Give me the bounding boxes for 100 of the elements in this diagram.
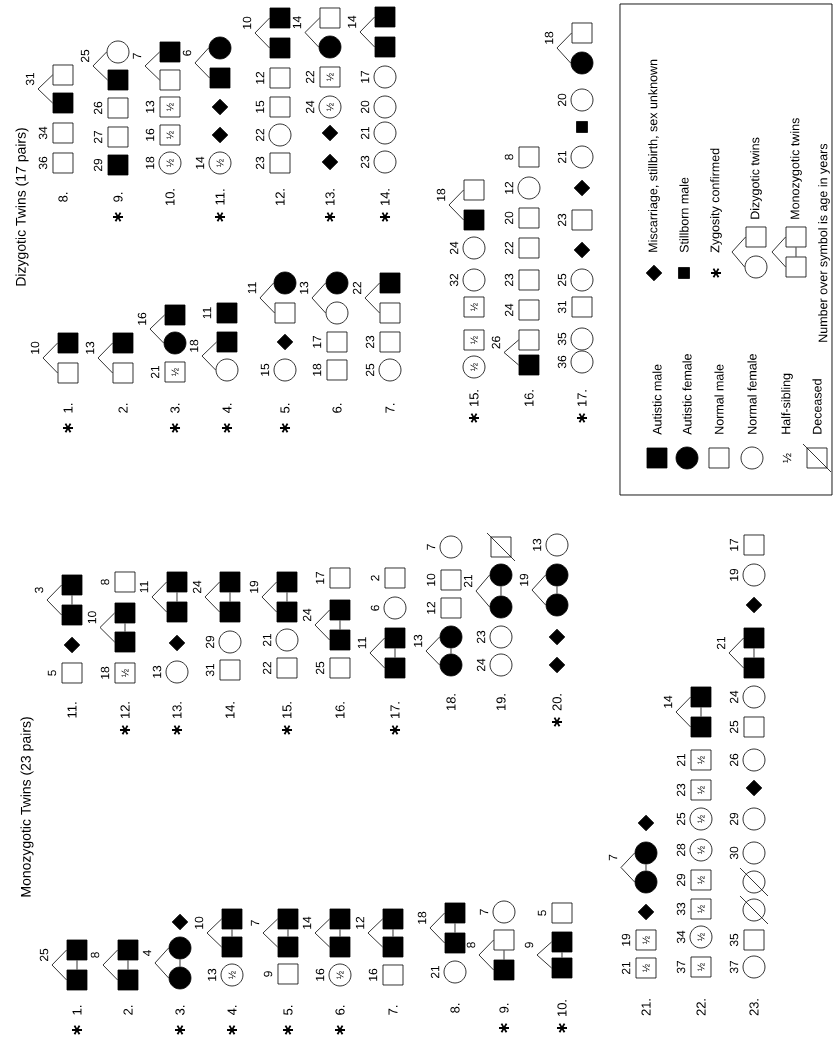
- autistic-female-symbol: [208, 36, 232, 60]
- age-label: 23: [676, 783, 686, 797]
- deceased-female-symbol: [739, 895, 769, 925]
- family-number: 15.: [282, 702, 292, 719]
- age-label: 12: [255, 71, 265, 84]
- male-symbol: [743, 534, 765, 556]
- family-number: 12.: [275, 189, 285, 206]
- age-label: 9: [263, 971, 273, 977]
- autistic-female-symbol: [439, 653, 463, 677]
- twin-connector: [99, 612, 126, 643]
- autistic-male-symbol: [114, 602, 136, 624]
- legend-text: Stillborn male: [679, 177, 689, 253]
- male-symbol: [571, 22, 593, 44]
- twin-connector: [92, 51, 108, 81]
- autistic-male-symbol: [374, 6, 396, 28]
- male-symbol: [274, 302, 296, 324]
- family-number: 6.: [335, 1005, 345, 1015]
- female-symbol: [517, 176, 541, 200]
- twin-connector: [675, 696, 702, 728]
- miscarriage-diamond: [211, 98, 229, 116]
- age-label: 18: [436, 187, 446, 203]
- age-label: 32: [449, 273, 459, 287]
- twin-connector: [151, 581, 178, 613]
- family-number: 15.: [469, 390, 479, 407]
- age-label: 11: [247, 281, 257, 295]
- male-symbol: [379, 302, 401, 324]
- age-label: 13: [152, 665, 162, 678]
- female-symbol: [742, 685, 766, 709]
- age-label: 4: [142, 949, 152, 957]
- age-label: 24: [504, 303, 514, 317]
- age-label: 21: [150, 365, 160, 379]
- family-number: 14.: [225, 702, 235, 719]
- age-label: 18: [312, 363, 322, 376]
- autistic-male-symbol: [166, 571, 188, 593]
- age-label: 10: [426, 573, 436, 586]
- deceased-male-symbol: [486, 532, 516, 562]
- female-symbol: [218, 630, 242, 654]
- age-label: 15: [260, 363, 270, 376]
- twin-connector: [206, 918, 233, 948]
- age-label: 16: [145, 128, 155, 141]
- family-number: 17.: [390, 702, 400, 719]
- age-label: 37: [676, 960, 686, 974]
- age-label: 29: [676, 873, 686, 887]
- family-number: 19.: [496, 694, 506, 711]
- autistic-male-symbol: [379, 272, 401, 294]
- age-label: 31: [557, 300, 567, 314]
- age-label: 24: [476, 658, 486, 672]
- autistic-male-symbol: [690, 716, 712, 738]
- female-symbol: [268, 123, 292, 147]
- male-symbol: [61, 662, 83, 684]
- autistic-male-symbol: [329, 908, 351, 930]
- age-label: 22: [504, 241, 514, 255]
- autistic-female-symbol: [439, 625, 463, 649]
- legend-text: Zygosity confirmed: [710, 148, 722, 253]
- age-label: 21: [463, 573, 473, 589]
- age-label: 35: [557, 332, 567, 346]
- autistic-male-symbol: [112, 332, 134, 354]
- age-label: 23: [504, 273, 514, 287]
- family-number: 23.: [749, 999, 759, 1016]
- autistic-male-symbol: [551, 957, 573, 979]
- autistic-male-symbol: [444, 932, 466, 954]
- age-label: 6: [370, 605, 380, 611]
- female-symbol: [439, 535, 463, 559]
- family-number: 10.: [165, 189, 175, 206]
- male-symbol: [518, 237, 540, 259]
- twin-connector: [97, 342, 113, 374]
- age-label: 19: [729, 568, 739, 581]
- family-number: 3.: [175, 1005, 185, 1015]
- legend-text: Deceased: [812, 379, 822, 434]
- legend-text: Monozygotic twins: [790, 118, 802, 219]
- autistic-female-symbol: [318, 35, 342, 59]
- autistic-female-symbol: [634, 870, 658, 894]
- age-label: 10: [194, 915, 204, 931]
- twin-connector: [311, 282, 326, 314]
- autistic-female-symbol: [489, 563, 513, 587]
- age-label: 25: [80, 48, 90, 64]
- autistic-male-symbol: [166, 601, 188, 623]
- autistic-male-symbol: [221, 908, 243, 930]
- miscarriage-diamond: [276, 333, 294, 351]
- male-symbol: [518, 299, 540, 321]
- family-number: 12.: [120, 702, 130, 719]
- age-label: 34: [676, 930, 686, 944]
- age-label: 5: [537, 910, 547, 916]
- autistic-male-symbol: [463, 209, 485, 231]
- age-label: 18: [100, 666, 110, 679]
- miscarriage-diamond: [321, 124, 339, 142]
- male-symbol: [52, 64, 74, 86]
- age-label: 14: [302, 915, 312, 931]
- female-symbol: [742, 841, 766, 865]
- zygosity-asterisk: ∗: [552, 717, 562, 727]
- age-label: 20: [504, 211, 514, 225]
- age-label: 7: [479, 909, 489, 915]
- twin-connector: [536, 941, 563, 969]
- autistic-male-symbol: [164, 304, 186, 326]
- female-symbol: [373, 65, 397, 89]
- autistic-male-symbol: [219, 601, 241, 623]
- age-label: 22: [305, 70, 315, 84]
- twin-connector: [304, 17, 320, 48]
- female-symbol: [570, 350, 594, 374]
- age-label: 10: [242, 15, 252, 31]
